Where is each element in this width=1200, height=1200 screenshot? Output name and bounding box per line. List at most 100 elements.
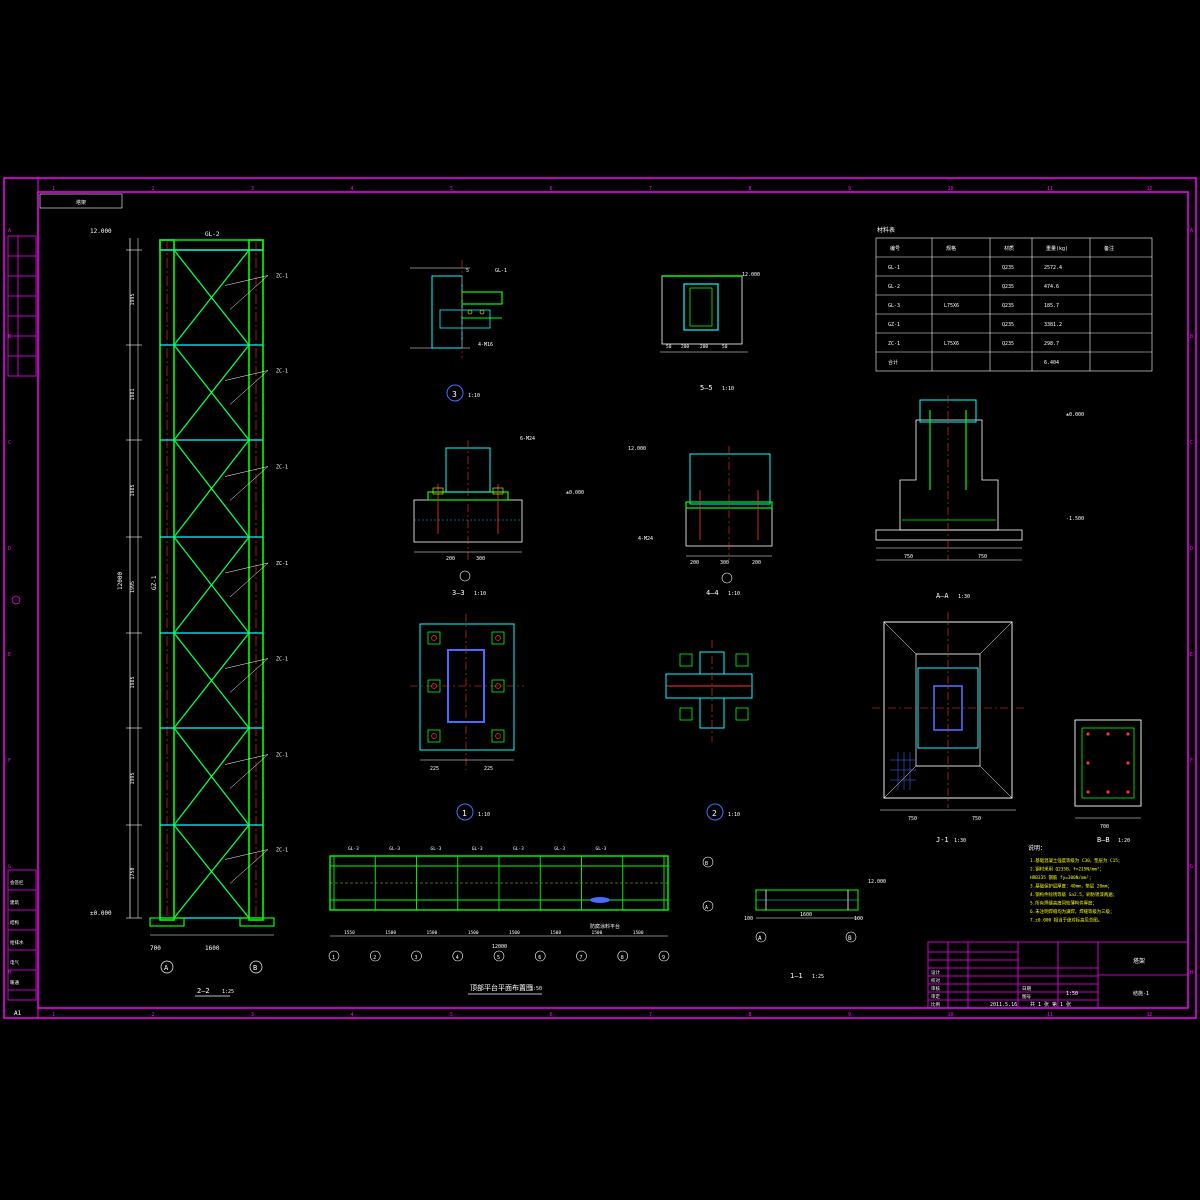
note-line: HRB335 钢筋 fy=300N/mm²； — [1030, 874, 1093, 881]
section-4-4-dim-c: 200 — [752, 560, 761, 566]
grid-row-label: B — [1190, 334, 1193, 340]
plan-2-scale: 1:10 — [728, 812, 740, 818]
panel-height: 1981 — [130, 388, 136, 400]
platform-spacing: 1500 — [633, 930, 644, 936]
title-block-drawing-name: 塔架 — [1133, 957, 1145, 965]
brace-label: ZC-1 — [276, 465, 288, 471]
left-strip-label: 结构 — [10, 919, 19, 926]
section-5-5-dim-b: 200 — [681, 344, 689, 350]
base-dim-span: 1600 — [205, 945, 220, 952]
platform-title: 顶部平台平面布置图 — [470, 983, 533, 992]
grid-col-label: 7 — [649, 186, 652, 192]
plan-2: 2 1:10 — [665, 640, 753, 821]
platform-callout: 防腐涂料平台 — [590, 923, 620, 930]
sheet-center-mark — [11, 595, 21, 605]
grid-col-label: 7 — [649, 1012, 652, 1018]
section-5-5: 12.000 50 200 200 50 5—5 1:10 — [660, 272, 760, 392]
grid-col-label: 9 — [848, 1012, 851, 1018]
anchor-bolt — [427, 679, 441, 693]
platform-row-bubble — [702, 900, 714, 912]
section-b-b: 700 B—B 1:20 — [1074, 719, 1142, 844]
platform-axis-label: 7 — [580, 955, 583, 961]
title-block-label: 审核 — [931, 985, 940, 992]
section-5-5-elev: 12.000 — [742, 272, 760, 278]
title-block-scale: 1:50 — [1066, 991, 1078, 997]
platform-spacing: 1500 — [427, 930, 438, 936]
column-label: GZ-1 — [151, 575, 158, 590]
platform-axis-bubble — [534, 950, 546, 962]
elevation-2-2: 12.000 ±0.000 12000 19951981198519951985… — [90, 228, 288, 997]
brace-diagonal-inner — [175, 347, 248, 438]
grid-col-label: 5 — [450, 186, 453, 192]
anchor-bolt — [427, 729, 441, 743]
section-4-4-title: 4—4 — [706, 589, 719, 597]
note-line: 2.钢材采用 Q235B，f=215N/mm²； — [1030, 866, 1104, 873]
platform-axis-label: 9 — [662, 955, 665, 961]
section-1-1-axis-a: A — [758, 935, 762, 942]
section-4-4-dim-b: 300 — [720, 560, 729, 566]
brace-leader — [224, 466, 269, 477]
platform-spacing: 1500 — [550, 930, 561, 936]
grid-col-label: 4 — [351, 186, 354, 192]
panel-height: 1750 — [130, 867, 136, 879]
material-table-cell: 298.7 — [1044, 341, 1059, 347]
detail-3-scale: 1:10 — [468, 393, 480, 399]
title-block-label: 校对 — [931, 977, 940, 984]
grid-col-label: 12 — [1147, 186, 1153, 192]
plan-j-1-scale: 1:30 — [954, 838, 966, 844]
material-table-cell: 3381.2 — [1044, 322, 1062, 328]
section-1-1-axis-b: B — [848, 935, 852, 942]
grid-row-label: C — [8, 440, 11, 446]
anchor-bolt — [427, 631, 441, 645]
section-4-4: 200 300 200 12.000 4-M24 4—4 1:10 — [628, 446, 773, 597]
plan-1-label: 1 — [462, 809, 467, 818]
brace-leader — [229, 849, 269, 884]
material-table-cell: GL-3 — [888, 303, 900, 309]
top-left-tag-text: 塔架 — [76, 199, 86, 206]
section-5-5-scale: 1:10 — [722, 386, 734, 392]
material-table-cell: L75X6 — [944, 303, 959, 309]
grid-row-label: E — [8, 652, 11, 658]
rebar-dot — [1086, 790, 1090, 794]
panel-height: 1985 — [130, 676, 136, 688]
brace-leader — [224, 275, 269, 286]
platform-axis-label: 3 — [415, 955, 418, 961]
left-strip-label: 建筑 — [10, 899, 19, 906]
grid-row-label: C — [1190, 440, 1193, 446]
title-block-label: 设计 — [931, 969, 940, 976]
note-line: 5.所有焊缝高度同较薄构件厚度； — [1030, 900, 1097, 907]
left-strip-label: 暖通 — [10, 979, 19, 986]
section-3-3-callout: 6-M24 — [520, 436, 535, 442]
grid-col-label: 11 — [1047, 186, 1053, 192]
brace-label: ZC-1 — [276, 369, 288, 375]
grid-col-label: 2 — [152, 1012, 155, 1018]
detail-3: GL-1 5 4-M16 3 1:10 — [410, 260, 507, 402]
platform-axis-label: 6 — [538, 955, 541, 961]
section-1-1-dim-a: 100 — [744, 916, 753, 922]
platform-columns — [333, 856, 665, 910]
plan-j-1: 750 750 J-1 1:30 — [872, 612, 1024, 844]
plan-j-1-dim-right: 750 — [972, 816, 981, 822]
title-block-date: 2011.5.16 — [990, 1002, 1017, 1008]
brace-leader — [224, 754, 269, 765]
platform-beam-label: GL-3 — [472, 846, 483, 852]
brace-diagonal-inner — [175, 730, 248, 823]
brace-label: ZC-1 — [276, 753, 288, 759]
grid-col-label: 2 — [152, 186, 155, 192]
elevation-scale: 1:25 — [222, 989, 234, 995]
brace-leader — [224, 370, 269, 381]
title-block-label: 审定 — [931, 993, 940, 1000]
platform-spacing: 1500 — [385, 930, 396, 936]
platform-beam-label: GL-3 — [348, 846, 359, 852]
platform-beam-label: GL-3 — [554, 846, 565, 852]
section-a-a-scale: 1:30 — [958, 594, 970, 600]
material-table-cell: Q235 — [1002, 265, 1014, 271]
anchor-bolt-hole — [431, 683, 437, 689]
base-dim-left: 700 — [150, 945, 161, 952]
grid-col-label: 1 — [52, 186, 55, 192]
section-b-b-title: B—B — [1097, 836, 1110, 844]
platform-axis-bubble — [658, 950, 670, 962]
section-5-5-dim-d: 50 — [722, 344, 728, 350]
